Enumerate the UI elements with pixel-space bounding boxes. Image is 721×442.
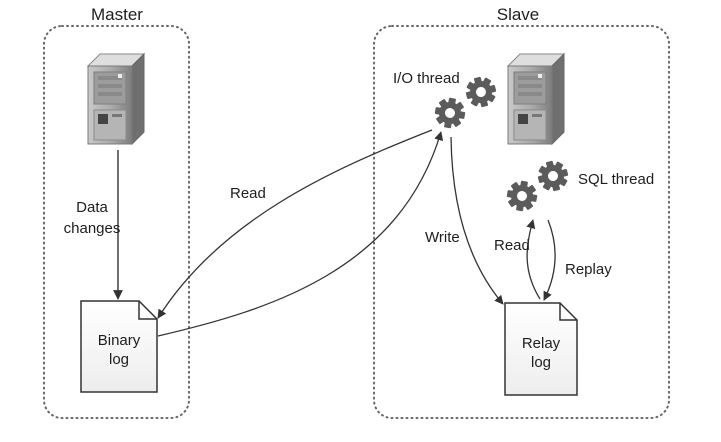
relay-log-label-line1: Relay	[522, 335, 561, 352]
io-thread-label: I/O thread	[393, 70, 460, 87]
sql-thread-gears-icon	[504, 155, 574, 214]
replay-arrow	[543, 219, 556, 301]
slave-box	[373, 25, 670, 419]
read-relay-arrow	[526, 219, 541, 300]
read-binary-log-request-arrow	[157, 129, 433, 319]
binary-log-label-line2: log	[109, 351, 129, 368]
binary-log-label-line1: Binary	[98, 332, 141, 349]
relay-log-document-icon	[504, 302, 578, 396]
master-box	[43, 25, 190, 419]
data-changes-label-line2: changes	[64, 220, 121, 237]
read-binary-label: Read	[230, 185, 266, 202]
write-relay-label: Write	[425, 229, 460, 246]
slave-title: Slave	[497, 5, 540, 24]
read-binary-log-response-arrow	[157, 131, 444, 337]
master-title: Master	[91, 5, 143, 24]
master-server-icon	[87, 53, 145, 145]
sql-thread-label: SQL thread	[578, 171, 654, 188]
replay-label: Replay	[565, 261, 612, 278]
binary-log-document-icon	[80, 300, 158, 393]
data-changes-label-line1: Data	[76, 199, 108, 216]
slave-server-icon	[507, 53, 565, 145]
write-relay-arrow	[450, 136, 504, 305]
relay-log-label-line2: log	[531, 354, 551, 371]
read-relay-label: Read	[494, 237, 530, 254]
